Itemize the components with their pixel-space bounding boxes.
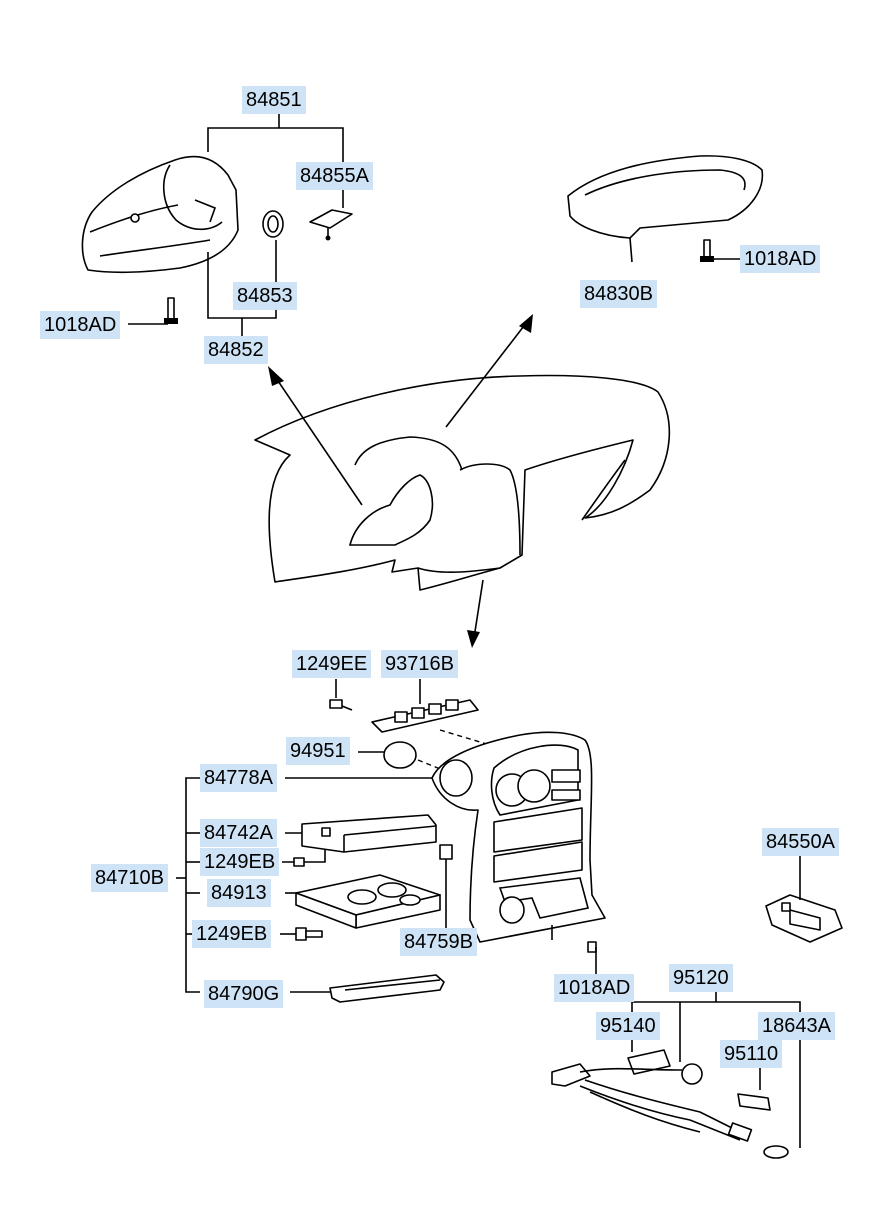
label-84790G[interactable]: 84790G: [204, 980, 284, 1008]
grommet-drawing: [262, 210, 284, 238]
label-84855A[interactable]: 84855A: [296, 162, 373, 190]
label-84851[interactable]: 84851: [242, 86, 306, 114]
center-fascia-drawing: [431, 731, 606, 975]
side-bracket-drawing: [765, 855, 843, 943]
label-94951[interactable]: 94951: [286, 737, 350, 765]
cover-cap-drawing: [309, 209, 353, 241]
bracket-group-leaders: [176, 777, 432, 993]
label-95120[interactable]: 95120: [669, 964, 733, 992]
label-1018AD-shroud[interactable]: 1018AD: [40, 311, 121, 339]
label-84852[interactable]: 84852: [204, 336, 268, 364]
leader-arrows: [268, 314, 533, 648]
label-18643A[interactable]: 18643A: [758, 1012, 835, 1040]
trim-strip-drawing: [329, 974, 445, 1003]
label-95140[interactable]: 95140: [596, 1012, 660, 1040]
label-1249EB-upper[interactable]: 1249EB: [200, 848, 280, 876]
switch-strip-drawing: [329, 679, 491, 746]
label-1249EB-lower[interactable]: 1249EB: [192, 920, 272, 948]
label-84830B[interactable]: 84830B: [580, 280, 657, 308]
label-1018AD-fascia[interactable]: 1018AD: [554, 974, 635, 1002]
screw-a-drawing: [128, 297, 178, 325]
label-84853[interactable]: 84853: [233, 282, 297, 310]
label-1249EE[interactable]: 1249EE: [292, 650, 372, 678]
label-95110[interactable]: 95110: [720, 1040, 783, 1068]
label-84778A[interactable]: 84778A: [200, 764, 277, 792]
label-84550A[interactable]: 84550A: [762, 828, 839, 856]
label-84759B[interactable]: 84759B: [400, 928, 477, 956]
clip-drawing: [439, 844, 453, 932]
top-cover-drawing: [567, 155, 764, 263]
label-84742A[interactable]: 84742A: [200, 819, 277, 847]
label-84710B[interactable]: 84710B: [91, 864, 168, 892]
cup-holder-tray-drawing: [295, 874, 441, 929]
storage-box-drawing: [282, 814, 437, 867]
dashboard-panel-drawing: [254, 374, 671, 591]
clock-knob-drawing: [358, 741, 456, 776]
label-1018AD-cover[interactable]: 1018AD: [740, 245, 821, 273]
screw-b-drawing: [295, 927, 323, 941]
label-84913[interactable]: 84913: [207, 879, 271, 907]
column-shroud-drawing: [81, 155, 239, 273]
label-93716B[interactable]: 93716B: [381, 650, 458, 678]
